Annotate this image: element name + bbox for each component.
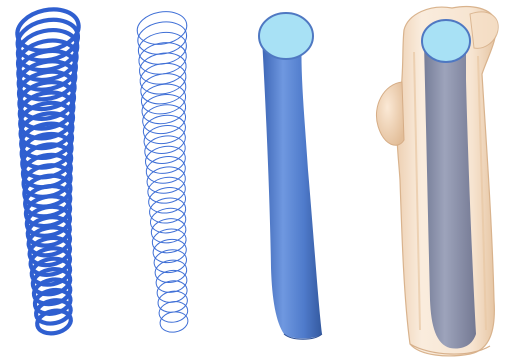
thin-ring — [138, 70, 188, 107]
thin-ring — [135, 8, 190, 48]
limb-bulge — [376, 82, 404, 145]
thin-ring-stack-panel — [135, 8, 190, 334]
tube-body — [262, 34, 322, 339]
smooth-tube-panel — [259, 13, 322, 339]
tube-top-cap — [259, 13, 313, 59]
translucent-limb-panel — [376, 7, 498, 356]
thick-ring-stack-panel — [14, 4, 83, 336]
limb-top-cap — [422, 20, 470, 62]
